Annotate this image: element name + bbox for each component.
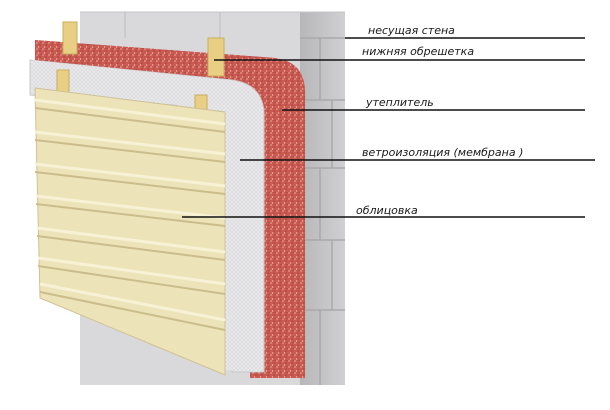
label-wind-barrier: ветроизоляция (мембрана )	[362, 146, 524, 159]
label-lower-batten: нижняя обрешетка	[362, 45, 475, 58]
siding-cladding	[34, 87, 226, 376]
label-cladding: облицовка	[356, 204, 418, 217]
label-insulation: утеплитель	[366, 96, 434, 109]
leader-lines	[182, 37, 595, 218]
label-load-bearing-wall: несущая стена	[368, 24, 455, 37]
lower-batten	[62, 21, 225, 77]
